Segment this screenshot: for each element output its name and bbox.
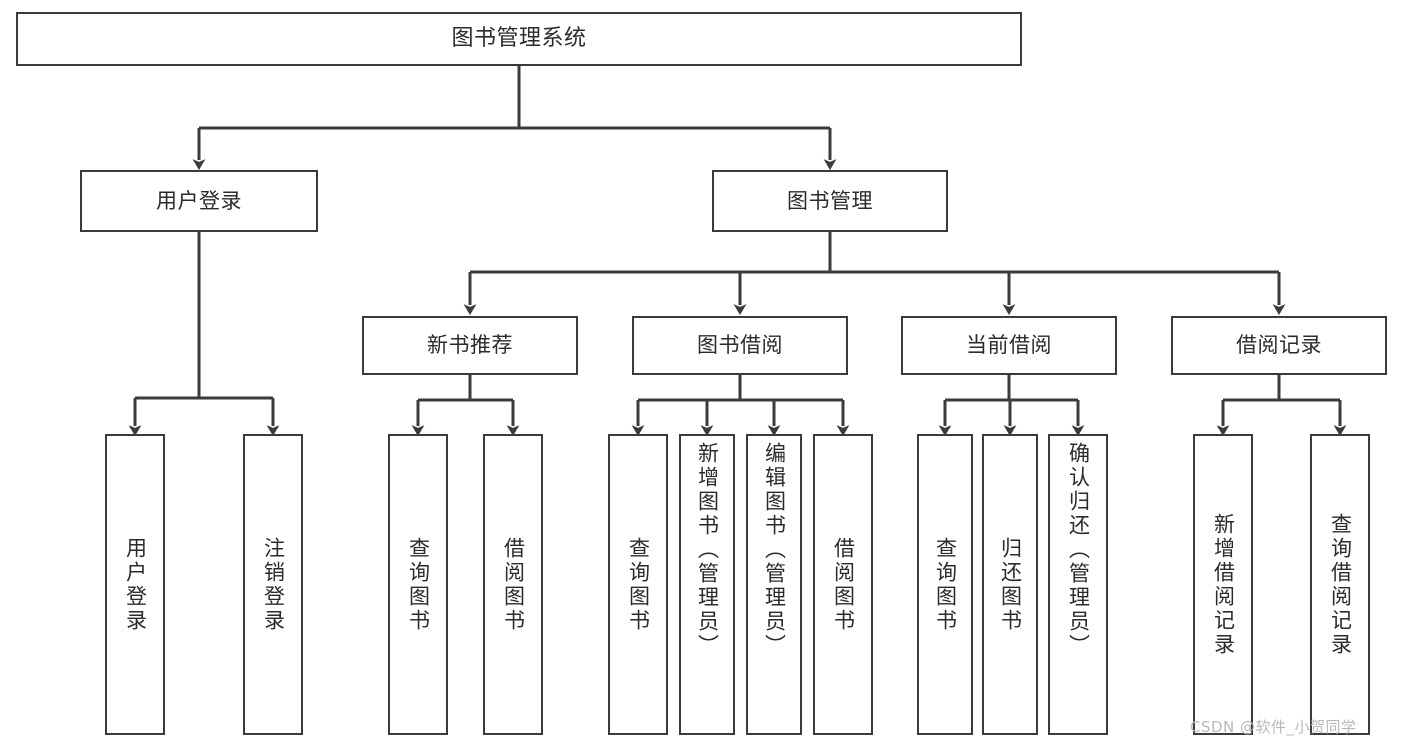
node-label: 新书推荐 (427, 333, 513, 358)
node-book-management[interactable]: 图书管理 (712, 170, 948, 232)
node-label: 确认归还（管理员） (1066, 442, 1091, 658)
node-new-book-recommend[interactable]: 新书推荐 (362, 316, 578, 375)
watermark-text: CSDN @软件_小贺同学 (1190, 718, 1357, 736)
node-label: 借阅图书 (831, 536, 856, 633)
node-label: 查询图书 (406, 536, 431, 633)
node-label: 图书借阅 (697, 333, 783, 358)
node-label: 用户登录 (156, 188, 242, 213)
node-label: 图书管理 (787, 188, 873, 213)
node-label: 借阅图书 (501, 536, 526, 633)
node-label: 查询借阅记录 (1328, 512, 1353, 657)
node-label: 归还图书 (998, 536, 1023, 633)
node-label: 查询图书 (933, 536, 958, 633)
leaf-borrow-borrow-book[interactable]: 借阅图书 (813, 434, 873, 735)
leaf-current-query-book[interactable]: 查询图书 (917, 434, 973, 735)
node-current-borrow[interactable]: 当前借阅 (901, 316, 1117, 375)
leaf-borrow-edit-book-admin[interactable]: 编辑图书（管理员） (746, 434, 802, 735)
node-label: 借阅记录 (1236, 333, 1322, 358)
leaf-current-return-book[interactable]: 归还图书 (982, 434, 1038, 735)
leaf-current-confirm-return-admin[interactable]: 确认归还（管理员） (1048, 434, 1108, 735)
node-borrow-record[interactable]: 借阅记录 (1171, 316, 1387, 375)
node-label: 用户登录 (123, 536, 148, 633)
leaf-recommend-query-book[interactable]: 查询图书 (388, 434, 448, 735)
node-label: 编辑图书（管理员） (762, 442, 787, 658)
leaf-user-login-logout[interactable]: 注销登录 (243, 434, 303, 735)
leaf-record-add-record[interactable]: 新增借阅记录 (1193, 434, 1253, 735)
node-root-system[interactable]: 图书管理系统 (16, 12, 1022, 66)
leaf-borrow-add-book-admin[interactable]: 新增图书（管理员） (679, 434, 735, 735)
node-label: 查询图书 (626, 536, 651, 633)
node-label: 图书管理系统 (451, 26, 587, 52)
leaf-user-login-login[interactable]: 用户登录 (105, 434, 165, 735)
leaf-record-query-record[interactable]: 查询借阅记录 (1310, 434, 1370, 735)
node-label: 当前借阅 (966, 333, 1052, 358)
leaf-recommend-borrow-book[interactable]: 借阅图书 (483, 434, 543, 735)
node-label: 新增图书（管理员） (695, 442, 720, 658)
node-label: 新增借阅记录 (1211, 512, 1236, 657)
node-book-borrow[interactable]: 图书借阅 (632, 316, 848, 375)
node-user-login[interactable]: 用户登录 (80, 170, 318, 232)
leaf-borrow-query-book[interactable]: 查询图书 (608, 434, 668, 735)
node-label: 注销登录 (261, 536, 286, 633)
